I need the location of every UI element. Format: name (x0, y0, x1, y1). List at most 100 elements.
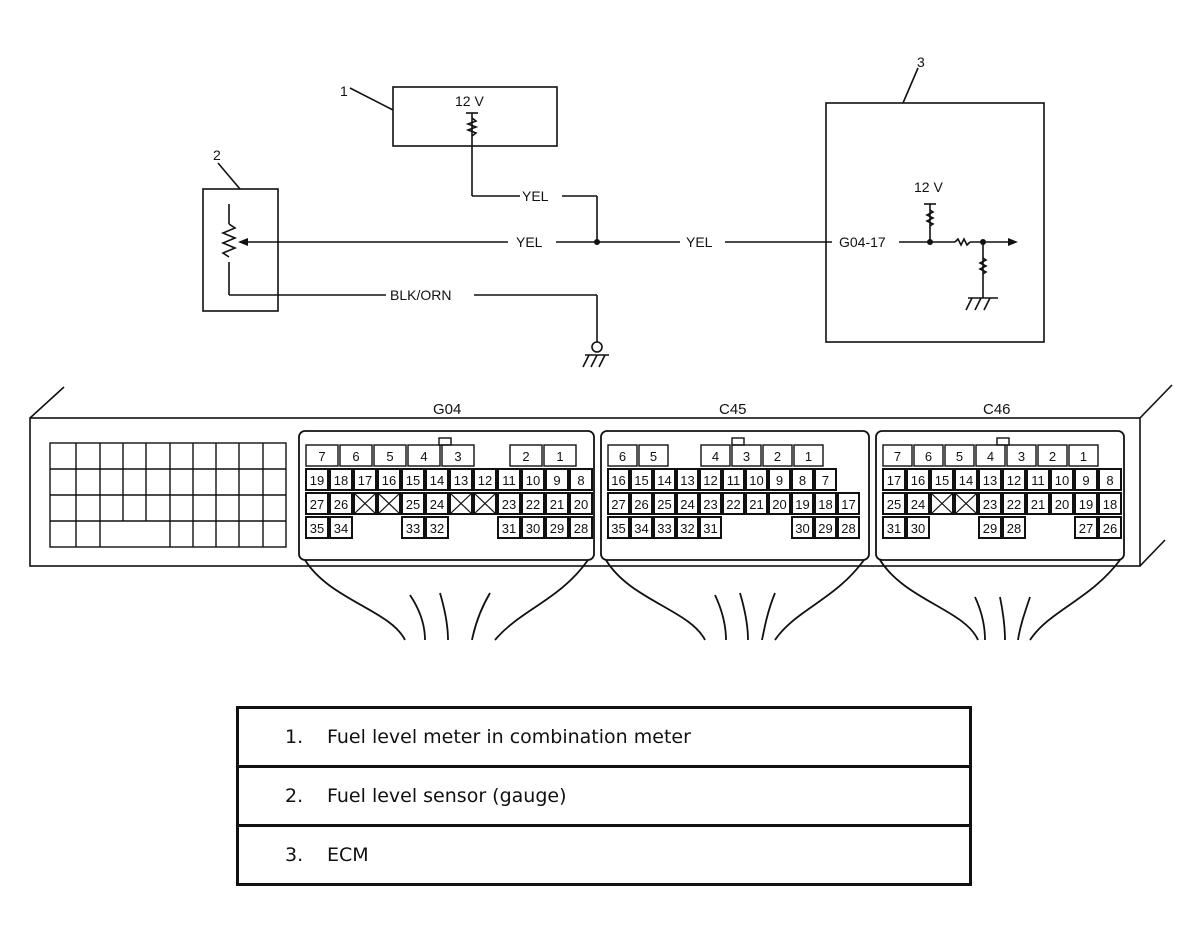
connector-pin-number: 25 (406, 497, 420, 512)
connector-pin-number: 26 (634, 497, 648, 512)
connector-pin-number: 21 (1031, 497, 1045, 512)
connector-pin-cell (497, 492, 521, 515)
connector-pin-number: 25 (657, 497, 671, 512)
connector-pin-cell (1026, 492, 1050, 515)
connector-pin-cell (930, 468, 954, 491)
connector-pin-number: 23 (983, 497, 997, 512)
connector-pin-cell (745, 492, 768, 515)
connector-pin-number: 22 (1007, 497, 1021, 512)
connector-pin-cell (731, 444, 762, 467)
connector-pin-cell (339, 444, 373, 467)
connector-pin-number: 31 (703, 521, 717, 536)
connector-pin-cell (473, 492, 497, 515)
wiring-diagram: 1 2 3 12 V 12 V YEL YEL YEL BLK/ORN G04-… (29, 54, 1173, 641)
connector-pin-cell (791, 492, 814, 515)
connector-pin-cell (1026, 468, 1050, 491)
connector-pin-cell (630, 516, 653, 539)
connector-pin-number: 17 (358, 473, 372, 488)
connector-pin-cell (377, 492, 401, 515)
connector-pin-cell (762, 444, 793, 467)
fuel-sensor-box (202, 188, 279, 312)
connector-pin-number: 4 (420, 449, 427, 464)
connector-pin-number: 1 (1080, 449, 1087, 464)
connector-pin-number: 33 (406, 521, 420, 536)
connector-pin-cell (653, 468, 676, 491)
connector-pin-cell (882, 444, 913, 467)
connector-pin-cell (882, 468, 906, 491)
connector-pin-cell (607, 516, 630, 539)
connector-pin-cell (653, 492, 676, 515)
connector-pin-number: 35 (310, 521, 324, 536)
connector-pin-number: 29 (818, 521, 832, 536)
connector-pin-number: 20 (772, 497, 786, 512)
connector-pin-cell (1074, 516, 1098, 539)
connector-pin-cell (814, 516, 837, 539)
connector-pin-number: 20 (1055, 497, 1069, 512)
connector-pin-cell (913, 444, 944, 467)
connector-pin-cell (407, 444, 441, 467)
connector-pin-number: 19 (795, 497, 809, 512)
connector-pin-number: 16 (382, 473, 396, 488)
connector-pin-number: 34 (334, 521, 348, 536)
connector-pin-number: 8 (799, 473, 806, 488)
legend-table: 1. Fuel level meter in combination meter… (236, 706, 972, 886)
connector-pin-cell (569, 468, 593, 491)
unused-pin-mark (954, 492, 978, 515)
connector-pin-cell (882, 516, 906, 539)
connector-pin-number: 35 (611, 521, 625, 536)
connector-pin-cell (814, 492, 837, 515)
connector-pin-cell (722, 468, 745, 491)
connector-pin-number: 6 (352, 449, 359, 464)
connector-pin-number: 34 (634, 521, 648, 536)
connector-pin-cell (377, 468, 401, 491)
connector-pin-cell (676, 492, 699, 515)
connector-pin-number: 9 (553, 473, 560, 488)
connector-pin-number: 9 (776, 473, 783, 488)
legend-number: 2. (285, 785, 304, 807)
connector-pin-number: 19 (310, 473, 324, 488)
connector-pin-cell (906, 516, 930, 539)
connector-pin-cell (954, 468, 978, 491)
connector-key-tab (996, 437, 1010, 446)
connector-pin-cell (700, 444, 731, 467)
connector-pin-number: 17 (887, 473, 901, 488)
connector-pin-number: 7 (318, 449, 325, 464)
connector-pin-cell (401, 516, 425, 539)
connector-g04-housing (298, 430, 595, 561)
connector-pin-cell (837, 492, 860, 515)
connector-pin-number: 19 (1079, 497, 1093, 512)
unused-pin-mark (473, 492, 497, 515)
unused-pin-mark (377, 492, 401, 515)
meter-voltage-label: 12 V (455, 93, 484, 109)
connector-pin-cell (305, 444, 339, 467)
legend-description: Fuel level meter in combination meter (327, 726, 691, 748)
connector-key-tab (731, 437, 745, 446)
connector-pin-cell (768, 492, 791, 515)
connector-pin-cell (543, 444, 577, 467)
connector-pin-number: 23 (502, 497, 516, 512)
connector-pin-number: 3 (743, 449, 750, 464)
connector-pin-cell (473, 468, 497, 491)
connector-pin-number: 22 (526, 497, 540, 512)
connector-pin-number: 26 (1103, 521, 1117, 536)
callout-3: 3 (917, 54, 925, 70)
connector-pin-cell (768, 468, 791, 491)
connector-pin-number: 18 (334, 473, 348, 488)
connector-pin-number: 27 (310, 497, 324, 512)
connector-pin-cell (653, 516, 676, 539)
connector-pin-cell (1098, 492, 1122, 515)
connector-pin-cell (1037, 444, 1068, 467)
connector-pin-cell (638, 444, 669, 467)
connector-pin-number: 23 (703, 497, 717, 512)
connector-pin-cell (521, 492, 545, 515)
connector-pin-cell (353, 468, 377, 491)
connector-pin-cell (509, 444, 543, 467)
legend-number: 3. (285, 844, 304, 866)
connector-pin-number: 12 (703, 473, 717, 488)
connector-pin-number: 20 (574, 497, 588, 512)
wire-label-sensor: YEL (516, 234, 543, 250)
connector-pin-cell (401, 492, 425, 515)
connector-pin-number: 24 (680, 497, 694, 512)
connector-pin-cell (373, 444, 407, 467)
connector-pin-cell (353, 492, 377, 515)
